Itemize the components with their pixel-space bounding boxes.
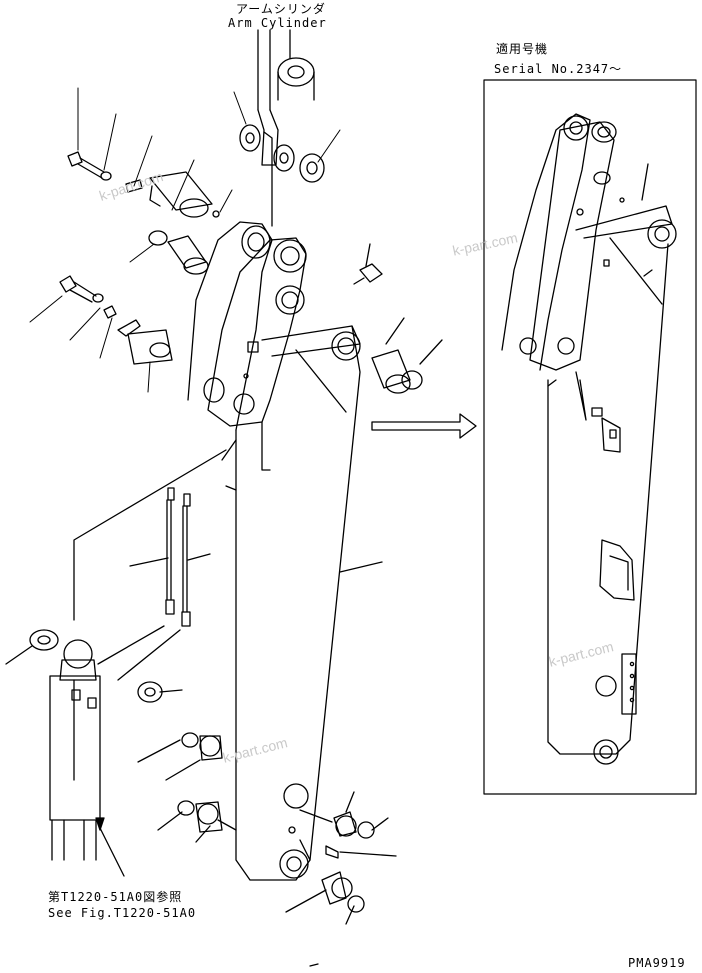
arm-cylinder-label-en: Arm Cylinder [228, 16, 327, 30]
grease-fitting [353, 243, 383, 285]
arm-cylinder-label-jp: アームシリンダ [236, 2, 326, 16]
leader-lines-upper-left [29, 87, 341, 393]
bushings-lower [137, 561, 397, 967]
arm-cylinder-rod [257, 29, 315, 227]
reference-label-jp: 第T1220-51A0図参照 [48, 890, 183, 904]
bolt-upper [67, 151, 112, 181]
bushing-upper [148, 230, 209, 275]
reference-label-en: See Fig.T1220-51A0 [48, 906, 197, 920]
inset-arm [501, 113, 677, 765]
washer-left-top [239, 124, 325, 183]
inset-frame [483, 79, 697, 795]
page-code: PMA9919 [628, 956, 686, 970]
bushing-right-upper [371, 317, 443, 394]
hydraulic-hoses [129, 487, 211, 627]
pin-upper [125, 171, 220, 218]
inset-serial: Serial No.2347～ [494, 62, 623, 76]
bolt-mid [59, 275, 117, 319]
pin-mid [117, 319, 173, 365]
washers-lower-left [5, 629, 183, 703]
arm-main-body [187, 221, 361, 881]
arrow-to-inset [371, 413, 477, 439]
reference-cylinder [49, 449, 227, 877]
inset-title-jp: 適用号機 [496, 42, 549, 56]
